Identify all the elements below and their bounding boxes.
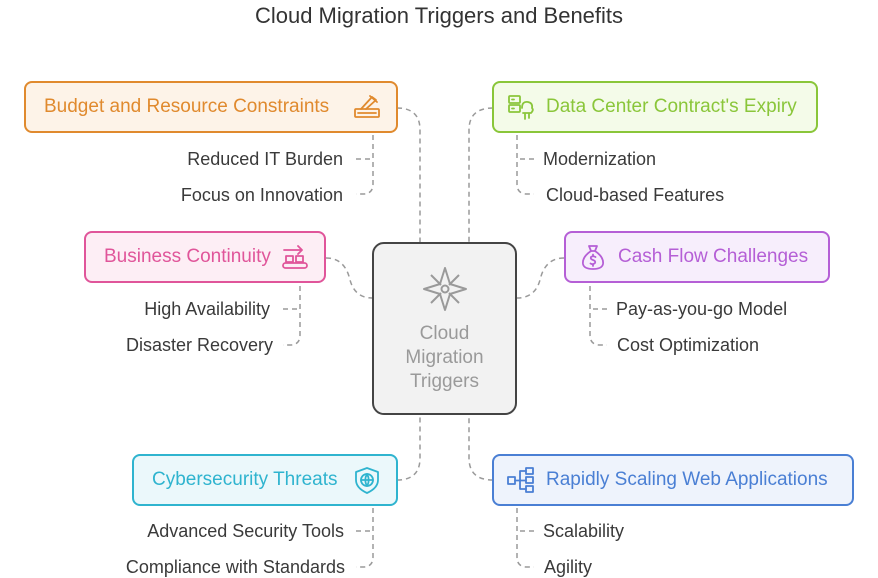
center-label-line: Migration bbox=[405, 347, 484, 368]
trigger-label: Budget and Resource Constraints bbox=[44, 96, 330, 117]
benefit-item: Agility bbox=[544, 557, 593, 577]
trigger-label: Cybersecurity Threats bbox=[152, 469, 338, 490]
trigger-label: Business Continuity bbox=[104, 246, 271, 267]
benefit-item: Disaster Recovery bbox=[125, 335, 273, 355]
center-label: Cloud Migration Triggers bbox=[374, 322, 515, 394]
benefit-item: High Availability bbox=[144, 299, 270, 319]
budget-cut-icon bbox=[352, 92, 382, 122]
center-label-line: Triggers bbox=[410, 371, 479, 392]
trigger-label: Cash Flow Challenges bbox=[618, 246, 809, 267]
trigger-label: Data Center Contract's Expiry bbox=[546, 96, 797, 117]
diagram-title: Cloud Migration Triggers and Benefits bbox=[254, 3, 624, 28]
benefit-item: Reduced IT Burden bbox=[187, 149, 343, 169]
conveyor-icon bbox=[280, 242, 310, 272]
trigger-label: Rapidly Scaling Web Applications bbox=[546, 469, 828, 490]
benefit-item: Cost Optimization bbox=[617, 335, 760, 355]
server-cloud-icon bbox=[506, 92, 536, 122]
network-icon bbox=[506, 465, 536, 495]
benefit-item: Cloud-based Features bbox=[546, 185, 725, 205]
benefit-item: Advanced Security Tools bbox=[147, 521, 344, 541]
trigger-business-continuity-node: Business Continuity bbox=[84, 231, 326, 283]
trigger-budget-node: Budget and Resource Constraints bbox=[24, 81, 398, 133]
center-node: Cloud Migration Triggers bbox=[372, 242, 517, 415]
benefit-item: Focus on Innovation bbox=[180, 185, 343, 205]
benefit-item: Scalability bbox=[543, 521, 625, 541]
center-label-line: Cloud bbox=[419, 323, 470, 344]
trigger-data-center-node: Data Center Contract's Expiry bbox=[492, 81, 818, 133]
benefit-item: Compliance with Standards bbox=[125, 557, 345, 577]
benefit-item: Pay-as-you-go Model bbox=[616, 299, 788, 319]
trigger-cash-flow-node: Cash Flow Challenges bbox=[564, 231, 830, 283]
trigger-scaling-node: Rapidly Scaling Web Applications bbox=[492, 454, 854, 506]
money-bag-icon bbox=[578, 242, 608, 272]
trigger-cybersecurity-node: Cybersecurity Threats bbox=[132, 454, 398, 506]
benefit-item: Modernization bbox=[543, 149, 657, 169]
shield-globe-icon bbox=[352, 465, 382, 495]
compass-icon bbox=[422, 266, 468, 312]
